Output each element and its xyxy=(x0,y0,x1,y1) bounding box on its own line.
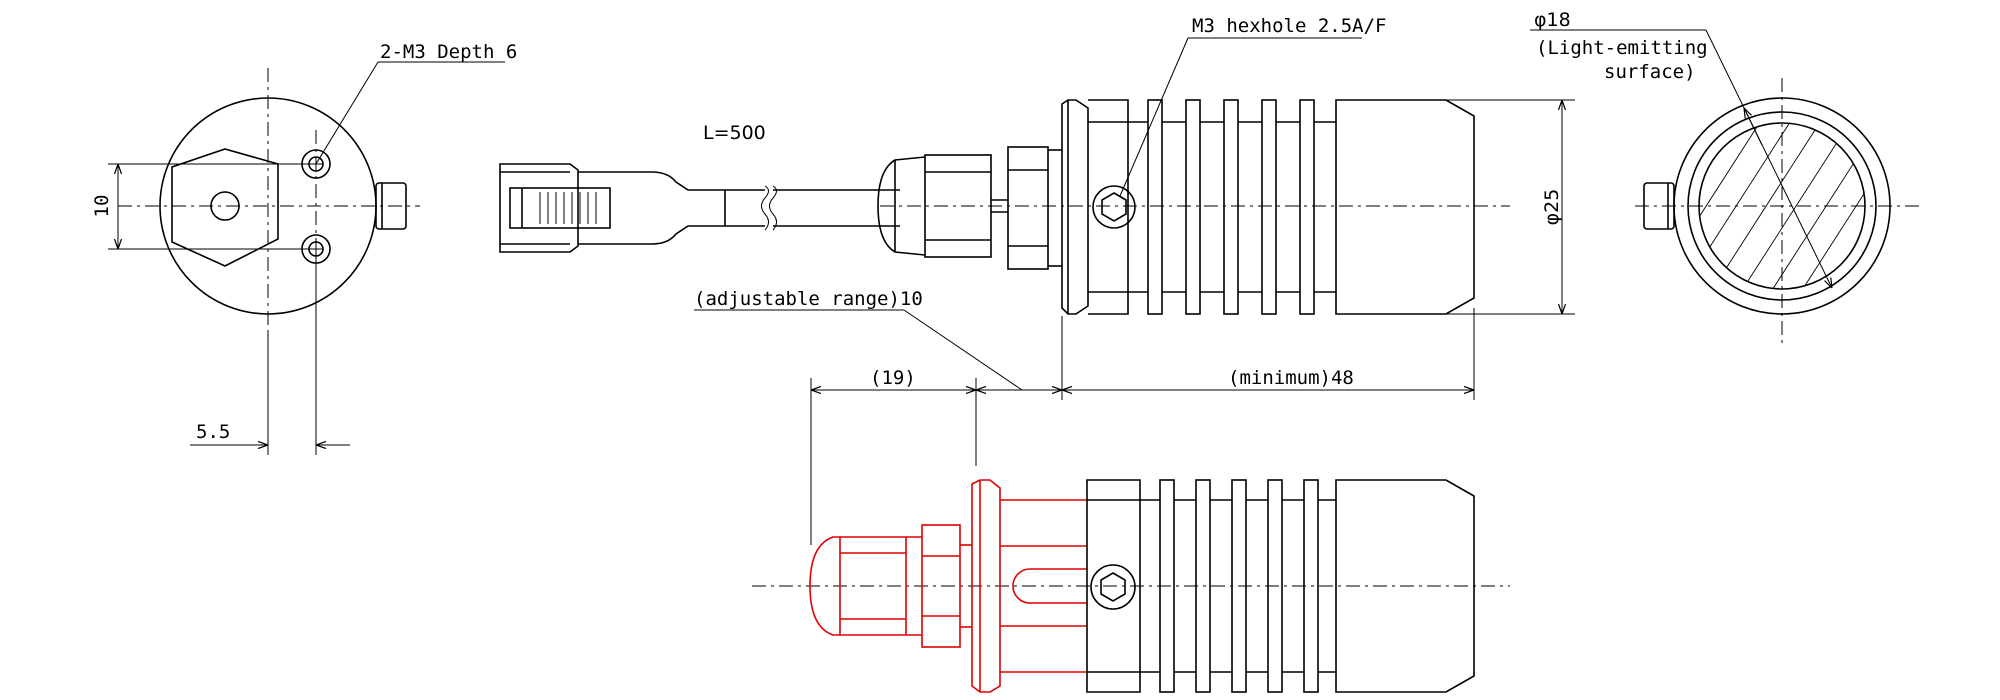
cable-assembly: L=500 xyxy=(499,122,900,253)
nose-cap xyxy=(1335,99,1475,315)
hexhole-label: M3 hexhole 2.5A/F xyxy=(1192,15,1386,37)
left-end-view: 10 5.5 2-M3 Depth 6 xyxy=(91,41,517,455)
adjusted-gland xyxy=(809,479,1087,693)
dim-10-label: 10 xyxy=(91,195,113,218)
main-side-view: φ25 M3 hexhole 2.5A/F xyxy=(877,15,1575,315)
right-side-screw xyxy=(1643,182,1675,230)
flange xyxy=(1061,99,1089,315)
connector-plug xyxy=(499,163,579,253)
right-end-view: φ18 (Light-emitting surface) xyxy=(1530,9,1920,345)
side-screw xyxy=(375,182,407,230)
cable-boot xyxy=(578,171,726,245)
light-emitting-surface xyxy=(1698,122,1866,290)
adjustable-range-label: (adjustable range)10 xyxy=(694,288,923,310)
dim-19-label: (19) xyxy=(870,367,916,389)
gland-hex-1 xyxy=(924,154,992,258)
hex-socket-screw xyxy=(1092,185,1136,229)
heatsink-body xyxy=(1088,99,1129,315)
gland-hex-2 xyxy=(1007,146,1049,270)
hex-nut xyxy=(171,148,279,267)
phi18-label: φ18 xyxy=(1534,9,1571,31)
cable-gland-dome xyxy=(877,156,926,256)
cable-length-label: L=500 xyxy=(703,122,766,144)
bottom-side-view xyxy=(752,479,1510,693)
dimensions-middle: (minimum)48 (19) (adjustable range)10 xyxy=(694,288,1475,545)
phi25-label: φ25 xyxy=(1541,189,1563,226)
dim-5-5-label: 5.5 xyxy=(196,421,230,443)
light-emitting-label-line2: surface) xyxy=(1604,61,1696,83)
m3-depth-label: 2-M3 Depth 6 xyxy=(380,41,517,63)
minimum-48-label: (minimum)48 xyxy=(1228,367,1354,389)
light-emitting-label-line1: (Light-emitting xyxy=(1536,37,1708,59)
